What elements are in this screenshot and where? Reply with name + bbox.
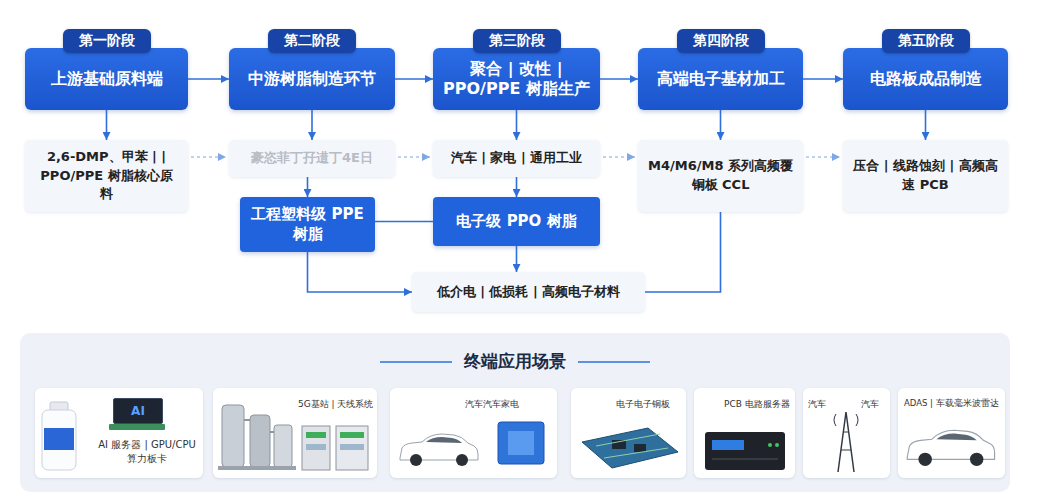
flow-arrow <box>395 78 433 80</box>
application-card: 5G基站 | 天线系统 <box>213 388 377 478</box>
resin-box: 工程塑料级 PPE 树脂 <box>240 197 375 252</box>
node-label: 聚合 | 改性 | PPO/PPE 树脂生产 <box>433 59 600 99</box>
dotted-flow-arrow <box>191 156 226 157</box>
stage-box: 第三阶段聚合 | 改性 | PPO/PPE 树脂生产 <box>433 48 600 110</box>
flow-arrow <box>308 252 413 292</box>
stage-tab: 第三阶段 <box>473 29 561 53</box>
flow-arrow <box>188 78 229 80</box>
node-label: 高端电子基材加工 <box>649 69 793 89</box>
dotted-flow-arrow <box>603 156 635 157</box>
resin-box: 电子级 PPO 树脂 <box>433 197 600 246</box>
material-box: 汽车 | 家电 | 通用工业 <box>433 140 600 177</box>
stage-box: 第四阶段高端电子基材加工 <box>638 48 803 110</box>
stage-tab: 第一阶段 <box>63 29 151 53</box>
flow-arrow <box>925 110 927 140</box>
application-card: 电子电子铜板 <box>571 388 686 478</box>
flow-arrow <box>307 177 309 197</box>
material-box: 豪恣菲丁孖逪丁4E日 <box>229 140 395 177</box>
node-label: 工程塑料级 PPE 树脂 <box>240 205 375 244</box>
application-card: AI AI 服务器 | GPU/CPU 算力板卡 <box>35 388 203 478</box>
application-card: 汽车 汽车 <box>803 388 890 478</box>
stage-tab: 第四阶段 <box>677 29 765 53</box>
application-panel: 终端应用场景 AI AI 服务器 | GPU/CPU 算力板卡 5G基站 | 天线系统… <box>20 333 1010 492</box>
node-label: M4/M6/M8 系列高频覆铜板 CCL <box>638 157 803 195</box>
node-label: 5G基站 | 天线系统 <box>298 398 373 411</box>
node-label: 电子级 PPO 树脂 <box>448 212 584 232</box>
node-label: PCB 电路服务器 <box>724 398 790 411</box>
application-card: ADAS | 车载毫米波雷达 <box>898 388 1005 478</box>
stage-box: 第二阶段中游树脂制造环节 <box>229 48 395 110</box>
material-box: M4/M6/M8 系列高频覆铜板 CCL <box>638 140 803 212</box>
node-label: 2,6-DMP、甲苯 | | PPO/PPE 树脂核心原料 <box>25 148 188 205</box>
application-card: 汽车汽车家电 <box>390 388 557 478</box>
stage-box: 第一阶段上游基础原料端 <box>25 48 188 110</box>
flow-arrow <box>311 110 313 140</box>
application-card: PCB 电路服务器 <box>694 388 795 478</box>
node-label: AI 服务器 | GPU/CPU 算力板卡 <box>97 438 197 466</box>
dotted-flow-arrow <box>398 156 430 157</box>
flow-arrow <box>720 110 722 140</box>
node-label: 压合 | 线路蚀刻 | 高频高速 PCB <box>843 157 1008 195</box>
node-label: 汽车汽车家电 <box>465 398 519 411</box>
node-label: AI <box>113 398 163 424</box>
node-label: 电路板成品制造 <box>862 69 990 89</box>
node-label: ADAS | 车载毫米波雷达 <box>904 398 999 410</box>
node-label: 中游树脂制造环节 <box>240 69 384 89</box>
node-label: 低介电 | 低损耗 | 高频电子材料 <box>427 283 631 302</box>
node-label: 上游基础原料端 <box>43 69 171 89</box>
flow-arrow <box>106 110 108 140</box>
dotted-flow-arrow <box>806 156 840 157</box>
material-box: 低介电 | 低损耗 | 高频电子材料 <box>412 272 645 312</box>
stage-tab: 第二阶段 <box>268 29 356 53</box>
flow-arrow <box>516 246 518 272</box>
flow-arrow <box>516 110 518 140</box>
node-label: 豪恣菲丁孖逪丁4E日 <box>243 150 381 167</box>
node-label: 汽车 | 家电 | 通用工业 <box>441 149 593 168</box>
flow-arrow <box>375 221 433 223</box>
flow-arrow <box>516 177 518 197</box>
flow-arrow <box>600 78 638 80</box>
stage-tab: 第五阶段 <box>882 29 970 53</box>
node-label: 终端应用场景 <box>20 350 1010 373</box>
stage-box: 第五阶段电路板成品制造 <box>843 48 1008 110</box>
material-box: 2,6-DMP、甲苯 | | PPO/PPE 树脂核心原料 <box>25 140 188 212</box>
flow-arrow <box>803 78 843 80</box>
flow-arrow <box>645 212 721 292</box>
node-label: 汽车 <box>808 398 826 411</box>
material-box: 压合 | 线路蚀刻 | 高频高速 PCB <box>843 140 1008 212</box>
node-label: 汽车 <box>861 398 879 411</box>
node-label: 电子电子铜板 <box>616 398 670 411</box>
